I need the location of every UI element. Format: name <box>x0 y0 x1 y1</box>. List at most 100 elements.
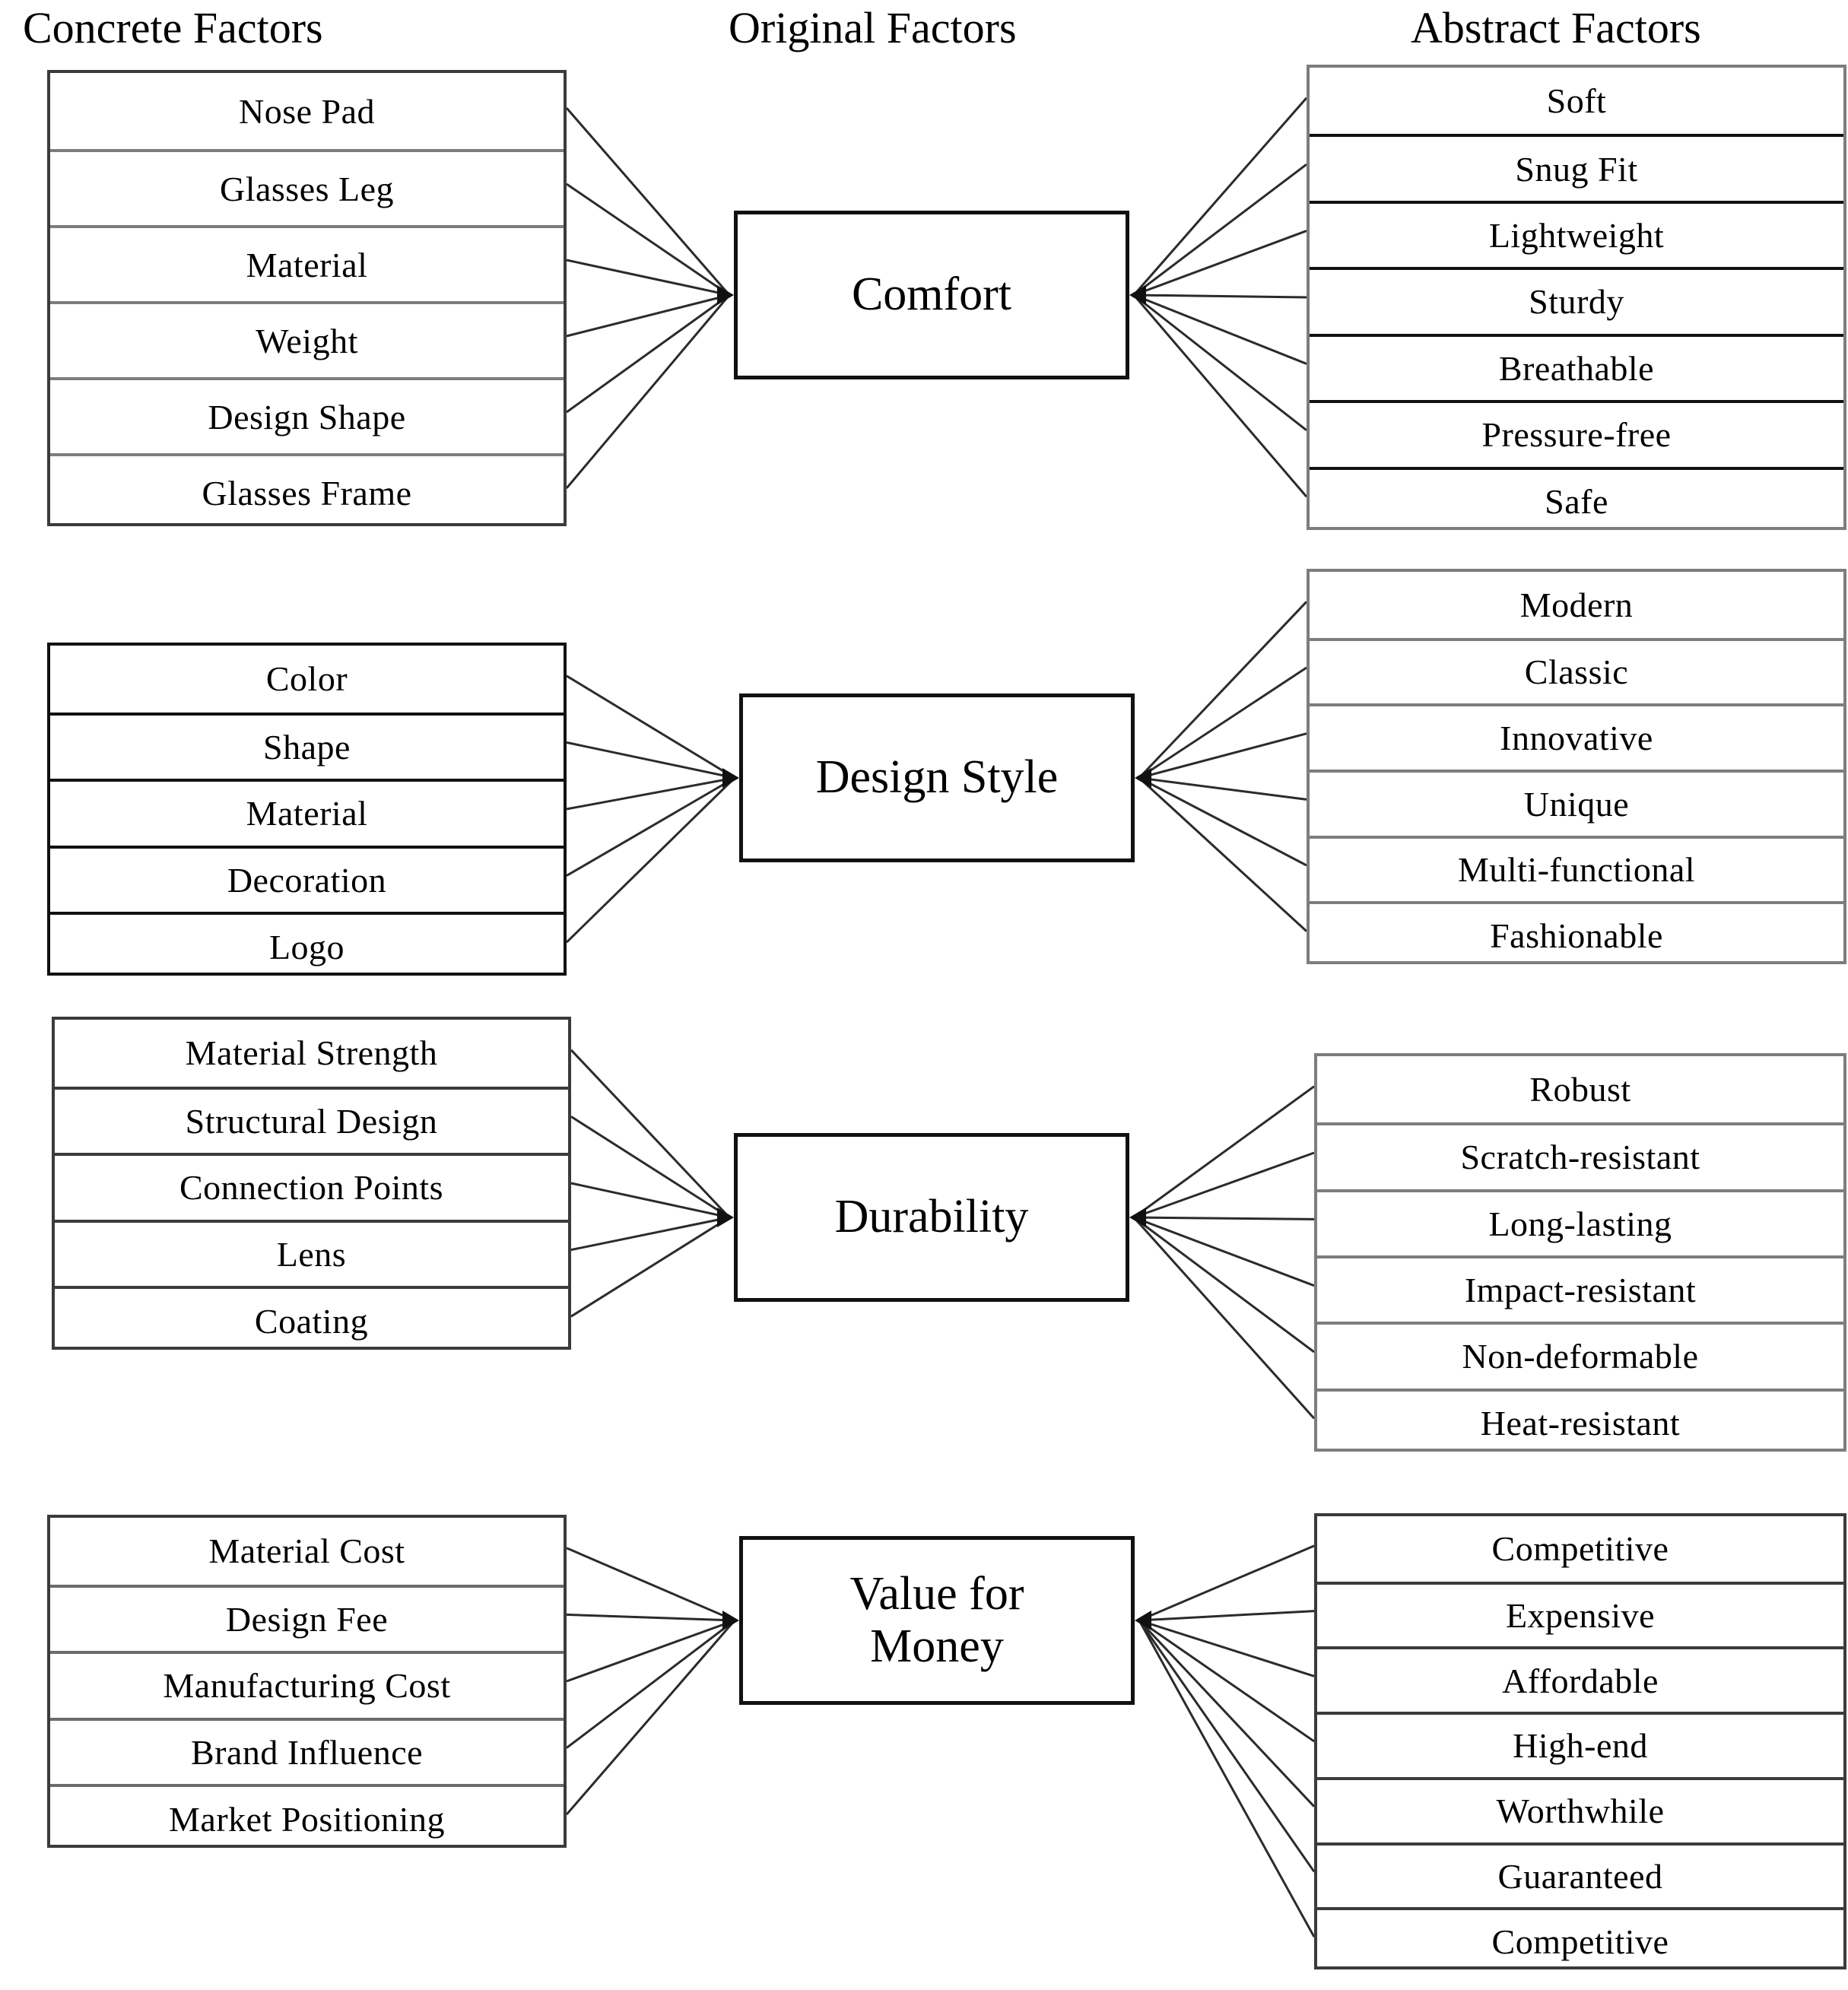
center-factor-box-design-style[interactable]: Design Style <box>739 693 1135 862</box>
connector-line <box>1138 1544 1315 1622</box>
factor-row[interactable]: Design Fee <box>50 1584 564 1652</box>
connector-line <box>566 182 730 297</box>
factor-row[interactable]: Sturdy <box>1310 267 1843 333</box>
arrowhead <box>1135 768 1151 788</box>
connector-line <box>570 1116 730 1219</box>
connector-line <box>1133 1216 1315 1220</box>
connector-line <box>565 294 731 489</box>
factor-row[interactable]: Market Positioning <box>50 1784 564 1851</box>
connector-line <box>565 776 736 944</box>
factor-row[interactable]: Guaranteed <box>1317 1842 1843 1908</box>
factor-row[interactable]: Design Shape <box>50 377 564 453</box>
connector-line <box>1132 97 1308 296</box>
factor-row[interactable]: Unique <box>1310 769 1843 836</box>
factor-row[interactable]: Soft <box>1546 81 1607 121</box>
connector-line <box>1133 1085 1315 1219</box>
connector-line <box>566 1619 735 1749</box>
factor-row[interactable]: Pressure-free <box>1310 400 1843 466</box>
factor-row[interactable]: Worthwhile <box>1317 1776 1843 1842</box>
factor-row[interactable]: Glasses Leg <box>50 149 564 225</box>
factor-row[interactable]: Shape <box>50 712 564 779</box>
factor-row[interactable]: Affordable <box>1317 1646 1843 1712</box>
factor-row[interactable]: Non-deformable <box>1317 1322 1843 1388</box>
connector-line <box>1133 1216 1315 1287</box>
connector-line <box>566 776 735 811</box>
connector-line <box>565 1620 736 1816</box>
factor-row[interactable]: Glasses Frame <box>50 453 564 529</box>
factor-row[interactable]: Color <box>265 659 348 699</box>
factor-row[interactable]: Material <box>50 779 564 846</box>
connector-line <box>1133 1216 1315 1354</box>
connector-line <box>566 259 730 297</box>
connector-line <box>565 107 731 296</box>
connector-line <box>570 1182 730 1219</box>
factor-row[interactable]: Material Cost <box>208 1531 405 1571</box>
column-header-original: Original Factors <box>729 3 1017 52</box>
factor-row[interactable]: High-end <box>1317 1712 1843 1777</box>
factor-row[interactable]: Safe <box>1310 466 1843 533</box>
factor-row[interactable]: Brand Influence <box>50 1717 564 1785</box>
factor-row[interactable]: Modern <box>1519 585 1634 624</box>
factor-row[interactable]: Classic <box>1310 637 1843 704</box>
connector-line <box>570 1216 730 1252</box>
connector-line <box>566 741 735 779</box>
connector-line <box>566 294 730 338</box>
connector-line <box>1138 1620 1316 1938</box>
connector-line <box>1138 776 1307 801</box>
factor-row[interactable]: Material Strength <box>185 1033 438 1073</box>
connector-line <box>1138 1619 1315 1743</box>
factor-row[interactable]: Scratch-resistant <box>1317 1122 1843 1189</box>
factor-row[interactable]: Expensive <box>1317 1581 1843 1647</box>
factor-row[interactable]: Fashionable <box>1310 901 1843 967</box>
connector-line <box>1132 1216 1316 1420</box>
center-factor-label: Comfort <box>851 268 1012 321</box>
connector-line <box>1138 666 1307 779</box>
factor-row[interactable]: Competitive <box>1317 1907 1843 1973</box>
factor-row[interactable]: Structural Design <box>55 1086 568 1154</box>
factor-row[interactable]: Coating <box>55 1286 568 1353</box>
factor-row[interactable]: Lens <box>55 1219 568 1287</box>
factor-row[interactable]: Snug Fit <box>1310 134 1843 200</box>
factor-row[interactable]: Long-lasting <box>1317 1189 1843 1255</box>
factor-row[interactable]: Competitive <box>1491 1529 1669 1569</box>
factor-row[interactable]: Logo <box>50 912 564 979</box>
connector-line <box>1133 163 1307 297</box>
factor-row[interactable]: Material <box>50 225 564 301</box>
factor-row[interactable]: Impact-resistant <box>1317 1255 1843 1322</box>
factor-row[interactable]: Innovative <box>1310 703 1843 770</box>
arrowhead <box>722 1611 739 1630</box>
factor-row[interactable]: Multi-functional <box>1310 835 1843 902</box>
connector-line <box>1138 1620 1316 1873</box>
arrowhead <box>1129 1208 1146 1227</box>
factor-row[interactable]: Connection Points <box>55 1153 568 1220</box>
center-factor-box-comfort[interactable]: Comfort <box>734 211 1129 379</box>
factor-row[interactable]: Manufacturing Cost <box>50 1651 564 1718</box>
factor-row[interactable]: Heat-resistant <box>1317 1388 1843 1455</box>
center-factor-box-durability[interactable]: Durability <box>734 1133 1129 1302</box>
connector-line <box>1133 230 1307 297</box>
connector-line <box>570 1216 730 1318</box>
connector-line <box>1138 1619 1315 1677</box>
factor-row[interactable]: Decoration <box>50 845 564 912</box>
factor-row[interactable]: Nose Pad <box>238 91 376 131</box>
connector-line <box>566 776 735 877</box>
factor-row[interactable]: Breathable <box>1310 333 1843 400</box>
arrowhead <box>1135 1611 1151 1630</box>
factor-row[interactable]: Lightweight <box>1310 200 1843 267</box>
connector-line <box>566 674 735 779</box>
arrowhead <box>722 768 739 788</box>
factor-row[interactable]: Weight <box>50 301 564 377</box>
connector-line <box>566 1613 735 1622</box>
factor-row[interactable]: Robust <box>1529 1070 1631 1109</box>
connector-line <box>1132 294 1308 498</box>
